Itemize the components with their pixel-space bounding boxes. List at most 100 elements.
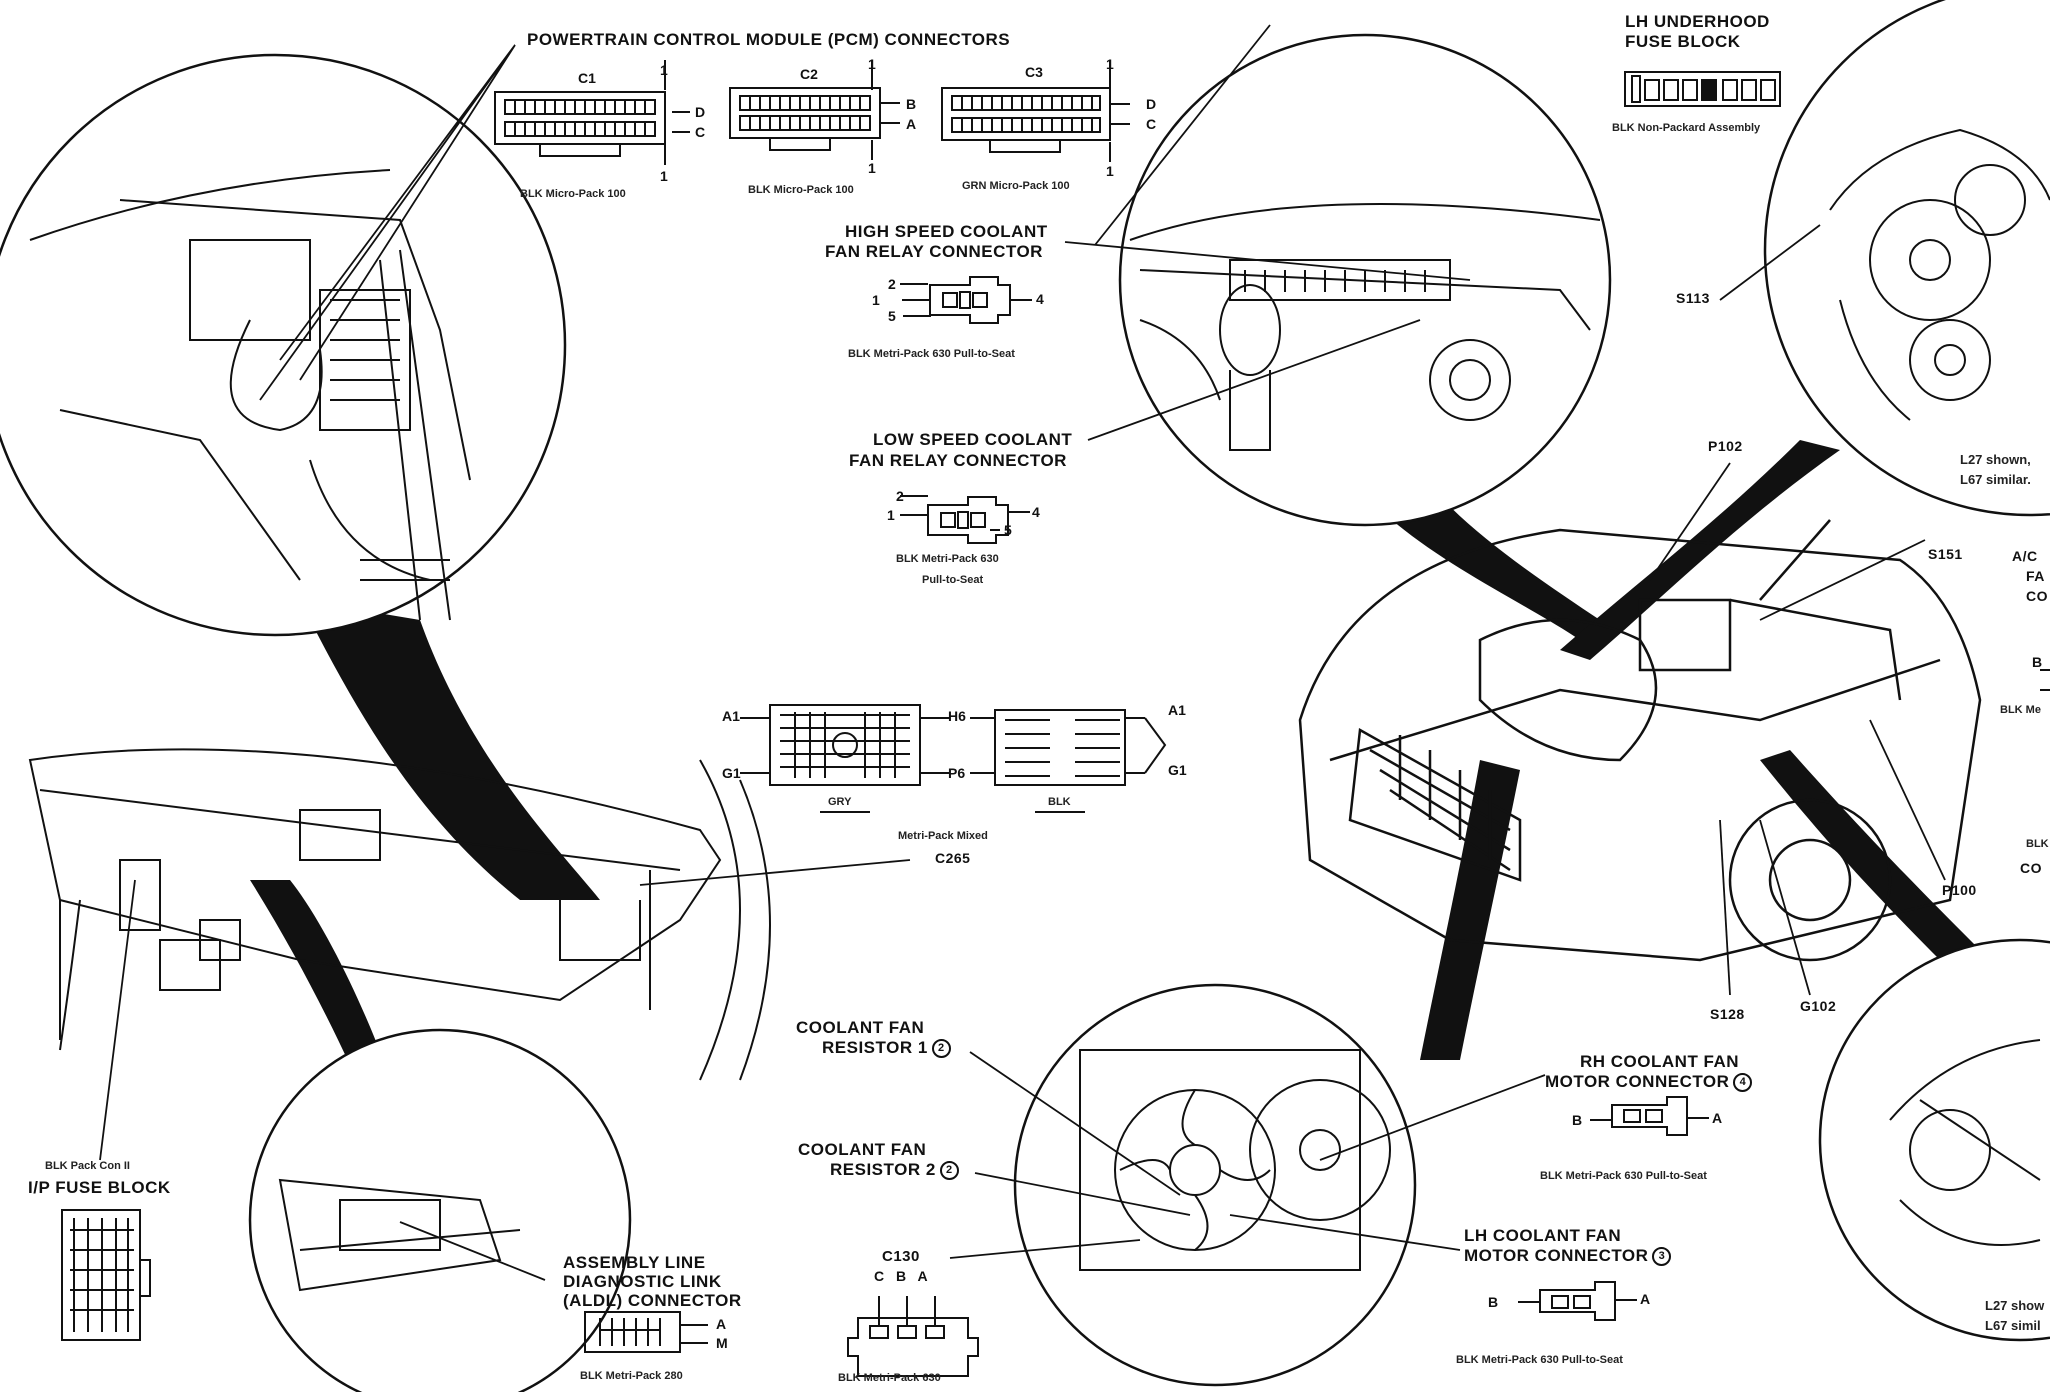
aldl-label-1: ASSEMBLY LINE [563, 1253, 706, 1272]
ground-g102: G102 [1800, 998, 1837, 1014]
underhood-fuse-title-2: FUSE BLOCK [1625, 32, 1741, 51]
splice-s113: S113 [1676, 290, 1710, 306]
pcm-c2-pin1-bottom: 1 [868, 160, 876, 176]
engine-note-2: L67 similar. [1960, 472, 2031, 487]
hs-relay-pin-2: 2 [888, 276, 896, 292]
c265-leader [639, 859, 911, 886]
c265-caption: Metri-Pack Mixed [898, 830, 988, 842]
ls-relay-pin-2: 2 [896, 488, 904, 504]
ls-relay-caption-1: BLK Metri-Pack 630 [896, 553, 999, 565]
pcm-leader-lines [259, 44, 516, 401]
c130-pin-letters: C B A [874, 1268, 928, 1284]
pcm-c1-pin1-top: 1 [660, 62, 668, 78]
detail-ribbon-rear [1760, 750, 1990, 980]
pcm-c1-caption: BLK Micro-Pack 100 [520, 188, 626, 200]
hs-relay-pin-1: 1 [872, 292, 880, 308]
splice-p102: P102 [1708, 438, 1743, 454]
right-blk-caption: BLK [2026, 838, 2049, 850]
c130-caption: BLK Metri-Pack 630 [838, 1372, 941, 1384]
pcm-connector-c2-drawing [729, 60, 900, 160]
right-co-label: CO [2020, 860, 2042, 876]
fan-detail-lines [1079, 1049, 1391, 1271]
pcm-c1-label: C1 [578, 70, 596, 86]
splice-s151: S151 [1928, 546, 1963, 562]
pcm-c2-label: C2 [800, 66, 818, 82]
rh-motor-leader [1319, 1074, 1546, 1161]
c265-gry-pin-p6: P6 [948, 765, 966, 781]
resistor2-label-1: COOLANT FAN [798, 1140, 927, 1159]
rear-engine-note-1: L27 show [1985, 1298, 2045, 1313]
ls-relay-pin-4: 4 [1032, 504, 1040, 520]
splice-s128: S128 [1710, 1006, 1745, 1022]
pcm-c2-pin-a: A [906, 116, 917, 132]
detail-ribbon-fan [1420, 760, 1520, 1060]
resistor2-leader [974, 1172, 1191, 1216]
detail-ribbon-dash [300, 600, 600, 900]
ip-fuse-title: I/P FUSE BLOCK [28, 1178, 171, 1197]
resistor1-ref-badge: 2 [931, 1039, 951, 1059]
aldl-leader [399, 1221, 546, 1281]
lh-motor-leader [1229, 1214, 1461, 1251]
hs-relay-caption: BLK Metri-Pack 630 Pull-to-Seat [848, 348, 1015, 360]
c265-blk-connector-drawing [970, 709, 1167, 813]
s151-leader [1759, 539, 1926, 621]
pcm-c3-caption: GRN Micro-Pack 100 [962, 180, 1070, 192]
ls-relay-label-2: FAN RELAY CONNECTOR [849, 451, 1067, 470]
c265-gry-tag: GRY [828, 796, 852, 808]
c130-label: C130 [882, 1248, 920, 1265]
pcm-c3-pin1-top: 1 [1106, 56, 1114, 72]
aldl-pin-a: A [716, 1316, 727, 1332]
ls-relay-caption-2: Pull-to-Seat [922, 574, 984, 586]
lh-motor-connector-drawing [1518, 1281, 1637, 1321]
underhood-fuse-title-1: LH UNDERHOOD [1625, 12, 1770, 31]
hs-relay-pin-4: 4 [1036, 291, 1044, 307]
rear-engine-note-2: L67 simil [1985, 1318, 2041, 1333]
pcm-c2-pin1-top: 1 [868, 56, 876, 72]
rh-motor-connector-drawing [1590, 1096, 1709, 1136]
pcm-c1-pin-c: C [695, 124, 706, 140]
lh-motor-label-1: LH COOLANT FAN [1464, 1226, 1622, 1245]
vehicle-front-drawing [1298, 519, 1982, 962]
ac-fan-label-2: FA [2026, 568, 2045, 584]
resistor2-ref-badge: 2 [939, 1161, 959, 1181]
p102-leader [1649, 462, 1731, 581]
resistor1-label-1: COOLANT FAN [796, 1018, 925, 1037]
aldl-detail-lines [278, 1178, 521, 1292]
rear-engine-detail-lines [1889, 1039, 2041, 1246]
right-connector-stub [2040, 669, 2050, 691]
engine-detail-lines [1829, 128, 2050, 421]
hs-relay-leader [1064, 241, 1471, 281]
ls-relay-pin-1: 1 [887, 507, 895, 523]
ac-fan-caption: BLK Me [2000, 704, 2041, 716]
rh-motor-caption: BLK Metri-Pack 630 Pull-to-Seat [1540, 1170, 1707, 1182]
dashboard-drawing [28, 748, 771, 1081]
lh-motor-caption: BLK Metri-Pack 630 Pull-to-Seat [1456, 1354, 1623, 1366]
pcm-c1-pin1-bottom: 1 [660, 168, 668, 184]
ls-relay-label-1: LOW SPEED COOLANT [873, 430, 1073, 449]
hs-relay-pin-5: 5 [888, 308, 896, 324]
underhood-fuse-block-drawing [1094, 24, 1781, 246]
pcm-title: POWERTRAIN CONTROL MODULE (PCM) CONNECTO… [527, 30, 1011, 49]
c130-connector-drawing [847, 1296, 979, 1377]
ls-relay-connector-drawing [900, 495, 1030, 544]
rh-motor-ref-badge: 4 [1733, 1073, 1753, 1093]
lh-motor-pin-a: A [1640, 1291, 1651, 1307]
c265-label: C265 [935, 850, 971, 866]
hs-relay-label-1: HIGH SPEED COOLANT [845, 222, 1048, 241]
splice-p100: P100 [1942, 882, 1977, 898]
pcm-c3-pin-c: C [1146, 116, 1157, 132]
pcm-c3-pin-d: D [1146, 96, 1157, 112]
p100-leader [1869, 719, 1946, 881]
pcm-c3-pin1-bottom: 1 [1106, 163, 1114, 179]
ip-fuse-caption: BLK Pack Con II [45, 1160, 130, 1172]
underhood-detail-lines [1129, 203, 1601, 451]
pcm-c1-pin-d: D [695, 104, 706, 120]
c265-gry-pin-h6: H6 [948, 708, 966, 724]
c265-gry-pin-a1: A1 [722, 708, 740, 724]
aldl-label-3: (ALDL) CONNECTOR [563, 1291, 742, 1310]
